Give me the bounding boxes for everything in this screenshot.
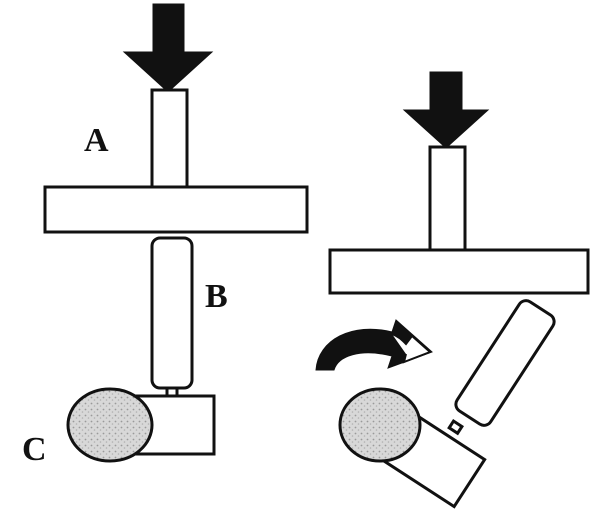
rod-b <box>150 236 194 390</box>
ball <box>66 387 154 463</box>
right-figure <box>328 71 590 509</box>
ball-right <box>338 387 422 463</box>
plate <box>43 185 309 234</box>
down-arrow-icon <box>402 71 490 149</box>
curved-arrow-icon <box>315 319 433 371</box>
label-b: B <box>205 278 228 315</box>
left-figure <box>43 3 309 463</box>
tilted-joint <box>447 419 464 436</box>
rod-a <box>150 88 189 192</box>
rod-right <box>428 145 467 255</box>
label-c: C <box>22 431 47 468</box>
down-arrow-icon <box>122 3 214 93</box>
tilted-rod <box>454 299 556 427</box>
plate-right <box>328 248 590 295</box>
label-a: A <box>84 122 109 159</box>
